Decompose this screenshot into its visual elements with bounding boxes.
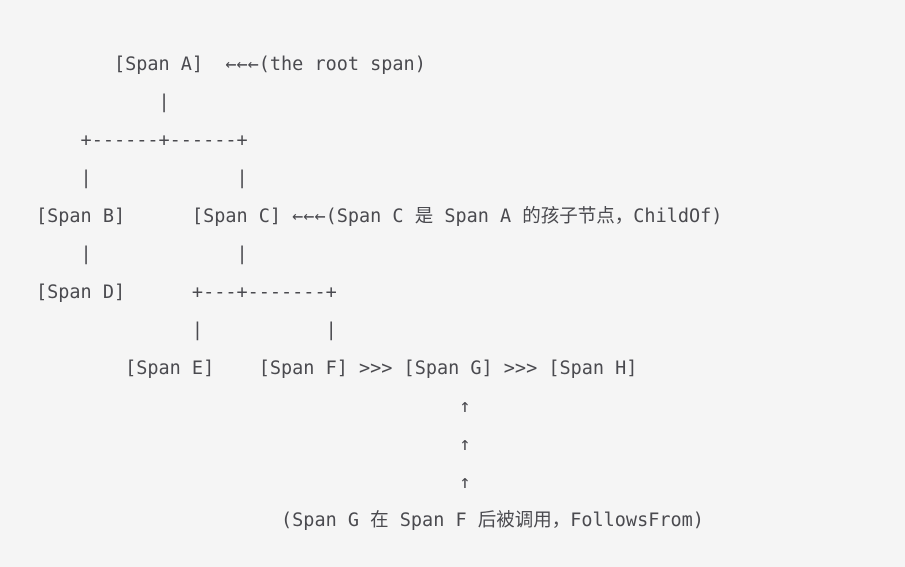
ascii-art-line: ↑ [36,396,471,417]
ascii-art-line: | | [36,244,248,265]
ascii-art-block: [Span A] ←←←(the root span) | +------+--… [36,46,722,540]
ascii-art-line: | | [36,168,248,189]
ascii-art-line: ↑ [36,434,471,455]
ascii-art-line: +------+------+ [36,130,248,151]
ascii-art-line: | | [36,320,337,341]
ascii-art-line: [Span B] [Span C] ←←←(Span C 是 Span A 的孩… [36,206,723,227]
ascii-art-line: | [36,92,170,113]
ascii-art-line: ↑ [36,472,471,493]
ascii-art-line: (Span G 在 Span F 后被调用，FollowsFrom) [36,510,704,531]
ascii-art-line: [Span D] +---+-------+ [36,282,337,303]
ascii-art-line: [Span A] ←←←(the root span) [36,54,426,75]
ascii-art-line: [Span E] [Span F] >>> [Span G] >>> [Span… [36,358,638,379]
